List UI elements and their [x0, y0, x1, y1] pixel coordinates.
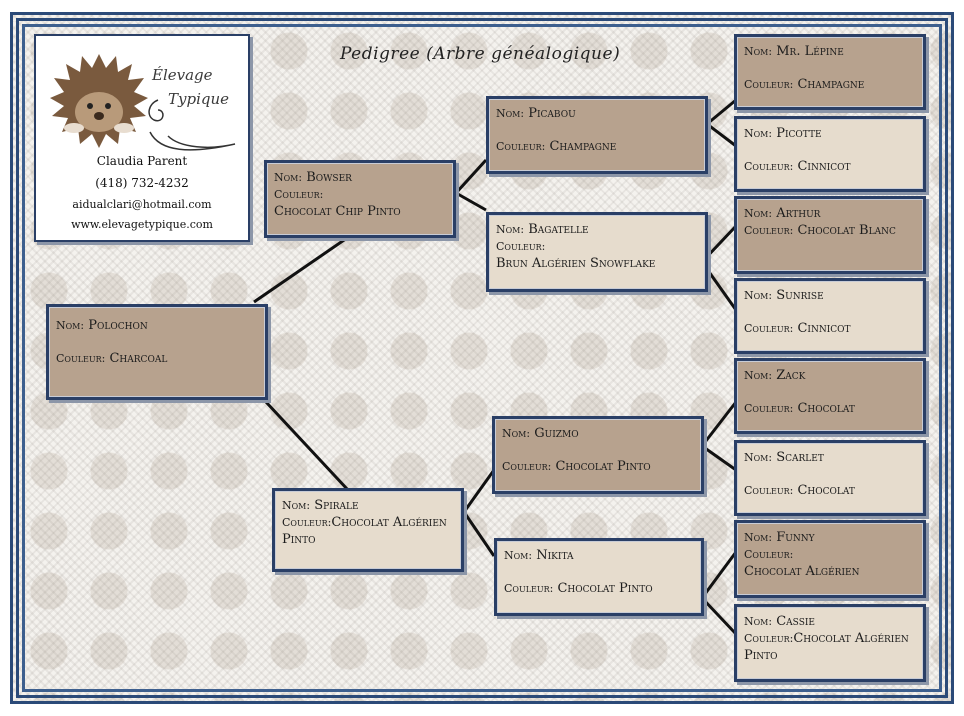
- animal-color: Charcoal: [109, 351, 168, 366]
- pedigree-node-spirale: Nom: Spirale Couleur:Chocolat Algérien P…: [272, 488, 464, 572]
- animal-name: Picabou: [528, 106, 576, 121]
- animal-color: Cinnicot: [797, 159, 851, 174]
- animal-color: Chocolat: [797, 483, 855, 498]
- animal-color: Cinnicot: [797, 321, 851, 336]
- hedgehog-logo-icon: [50, 54, 148, 148]
- page-title: Pedigree (Arbre généalogique): [340, 44, 621, 64]
- animal-color: Chocolat Pinto: [555, 459, 651, 474]
- animal-color: Chocolat Algérien Pinto: [282, 515, 447, 547]
- brand-line-2: Typique: [168, 90, 230, 108]
- animal-name: Polochon: [88, 318, 148, 333]
- pedigree-node-mr-lepine: Nom: Mr. Lépine Couleur: Champagne: [734, 34, 926, 110]
- animal-name: Nikita: [536, 548, 574, 563]
- pedigree-node-cassie: Nom: Cassie Couleur:Chocolat Algérien Pi…: [734, 604, 926, 682]
- swirl-ornament-icon: [148, 99, 236, 151]
- breeder-website: www.elevagetypique.com: [71, 218, 213, 231]
- animal-name: Guizmo: [534, 426, 579, 441]
- breeder-card: Élevage Typique Claudia Parent (418) 732…: [34, 34, 250, 242]
- animal-name: Mr. Lépine: [776, 44, 844, 59]
- animal-name: Arthur: [776, 206, 821, 221]
- animal-color: Chocolat Algérien Pinto: [744, 631, 909, 663]
- animal-color: Chocolat Pinto: [557, 581, 653, 596]
- animal-name: Scarlet: [776, 450, 824, 465]
- animal-color: Chocolat Blanc: [797, 223, 896, 238]
- animal-color: Brun Algérien Snowflake: [496, 256, 656, 271]
- pedigree-node-sunrise: Nom: Sunrise Couleur: Cinnicot: [734, 278, 926, 354]
- animal-name: Bowser: [306, 170, 352, 185]
- pedigree-node-picotte: Nom: Picotte Couleur: Cinnicot: [734, 116, 926, 192]
- pedigree-node-scarlet: Nom: Scarlet Couleur: Chocolat: [734, 440, 926, 516]
- breeder-phone: (418) 732-4232: [95, 176, 189, 190]
- pedigree-node-arthur: Nom: Arthur Couleur: Chocolat Blanc: [734, 196, 926, 274]
- animal-name: Cassie: [776, 614, 815, 629]
- breeder-name: Claudia Parent: [96, 154, 188, 168]
- pedigree-node-bowser: Nom: Bowser Couleur: Chocolat Chip Pinto: [264, 160, 456, 238]
- animal-name: Picotte: [776, 126, 822, 141]
- pedigree-node-polochon: Nom: Polochon Couleur: Charcoal: [46, 304, 268, 400]
- pedigree-node-picabou: Nom: Picabou Couleur: Champagne: [486, 96, 708, 174]
- brand-line-1: Élevage: [152, 66, 213, 84]
- pedigree-node-bagatelle: Nom: Bagatelle Couleur: Brun Algérien Sn…: [486, 212, 708, 292]
- pedigree-node-zack: Nom: Zack Couleur: Chocolat: [734, 358, 926, 434]
- animal-name: Bagatelle: [528, 222, 589, 237]
- animal-color: Chocolat: [797, 401, 855, 416]
- animal-name: Zack: [776, 368, 806, 383]
- animal-name: Sunrise: [776, 288, 824, 303]
- pedigree-node-funny: Nom: Funny Couleur: Chocolat Algérien: [734, 520, 926, 598]
- animal-color: Chocolat Chip Pinto: [274, 204, 401, 219]
- animal-color: Chocolat Algérien: [744, 564, 860, 579]
- animal-name: Funny: [776, 530, 815, 545]
- animal-name: Spirale: [314, 498, 359, 513]
- pedigree-node-nikita: Nom: Nikita Couleur: Chocolat Pinto: [494, 538, 704, 616]
- breeder-email: aidualclari@hotmail.com: [72, 198, 212, 211]
- pedigree-node-guizmo: Nom: Guizmo Couleur: Chocolat Pinto: [492, 416, 704, 494]
- animal-color: Champagne: [797, 77, 865, 92]
- animal-color: Champagne: [549, 139, 617, 154]
